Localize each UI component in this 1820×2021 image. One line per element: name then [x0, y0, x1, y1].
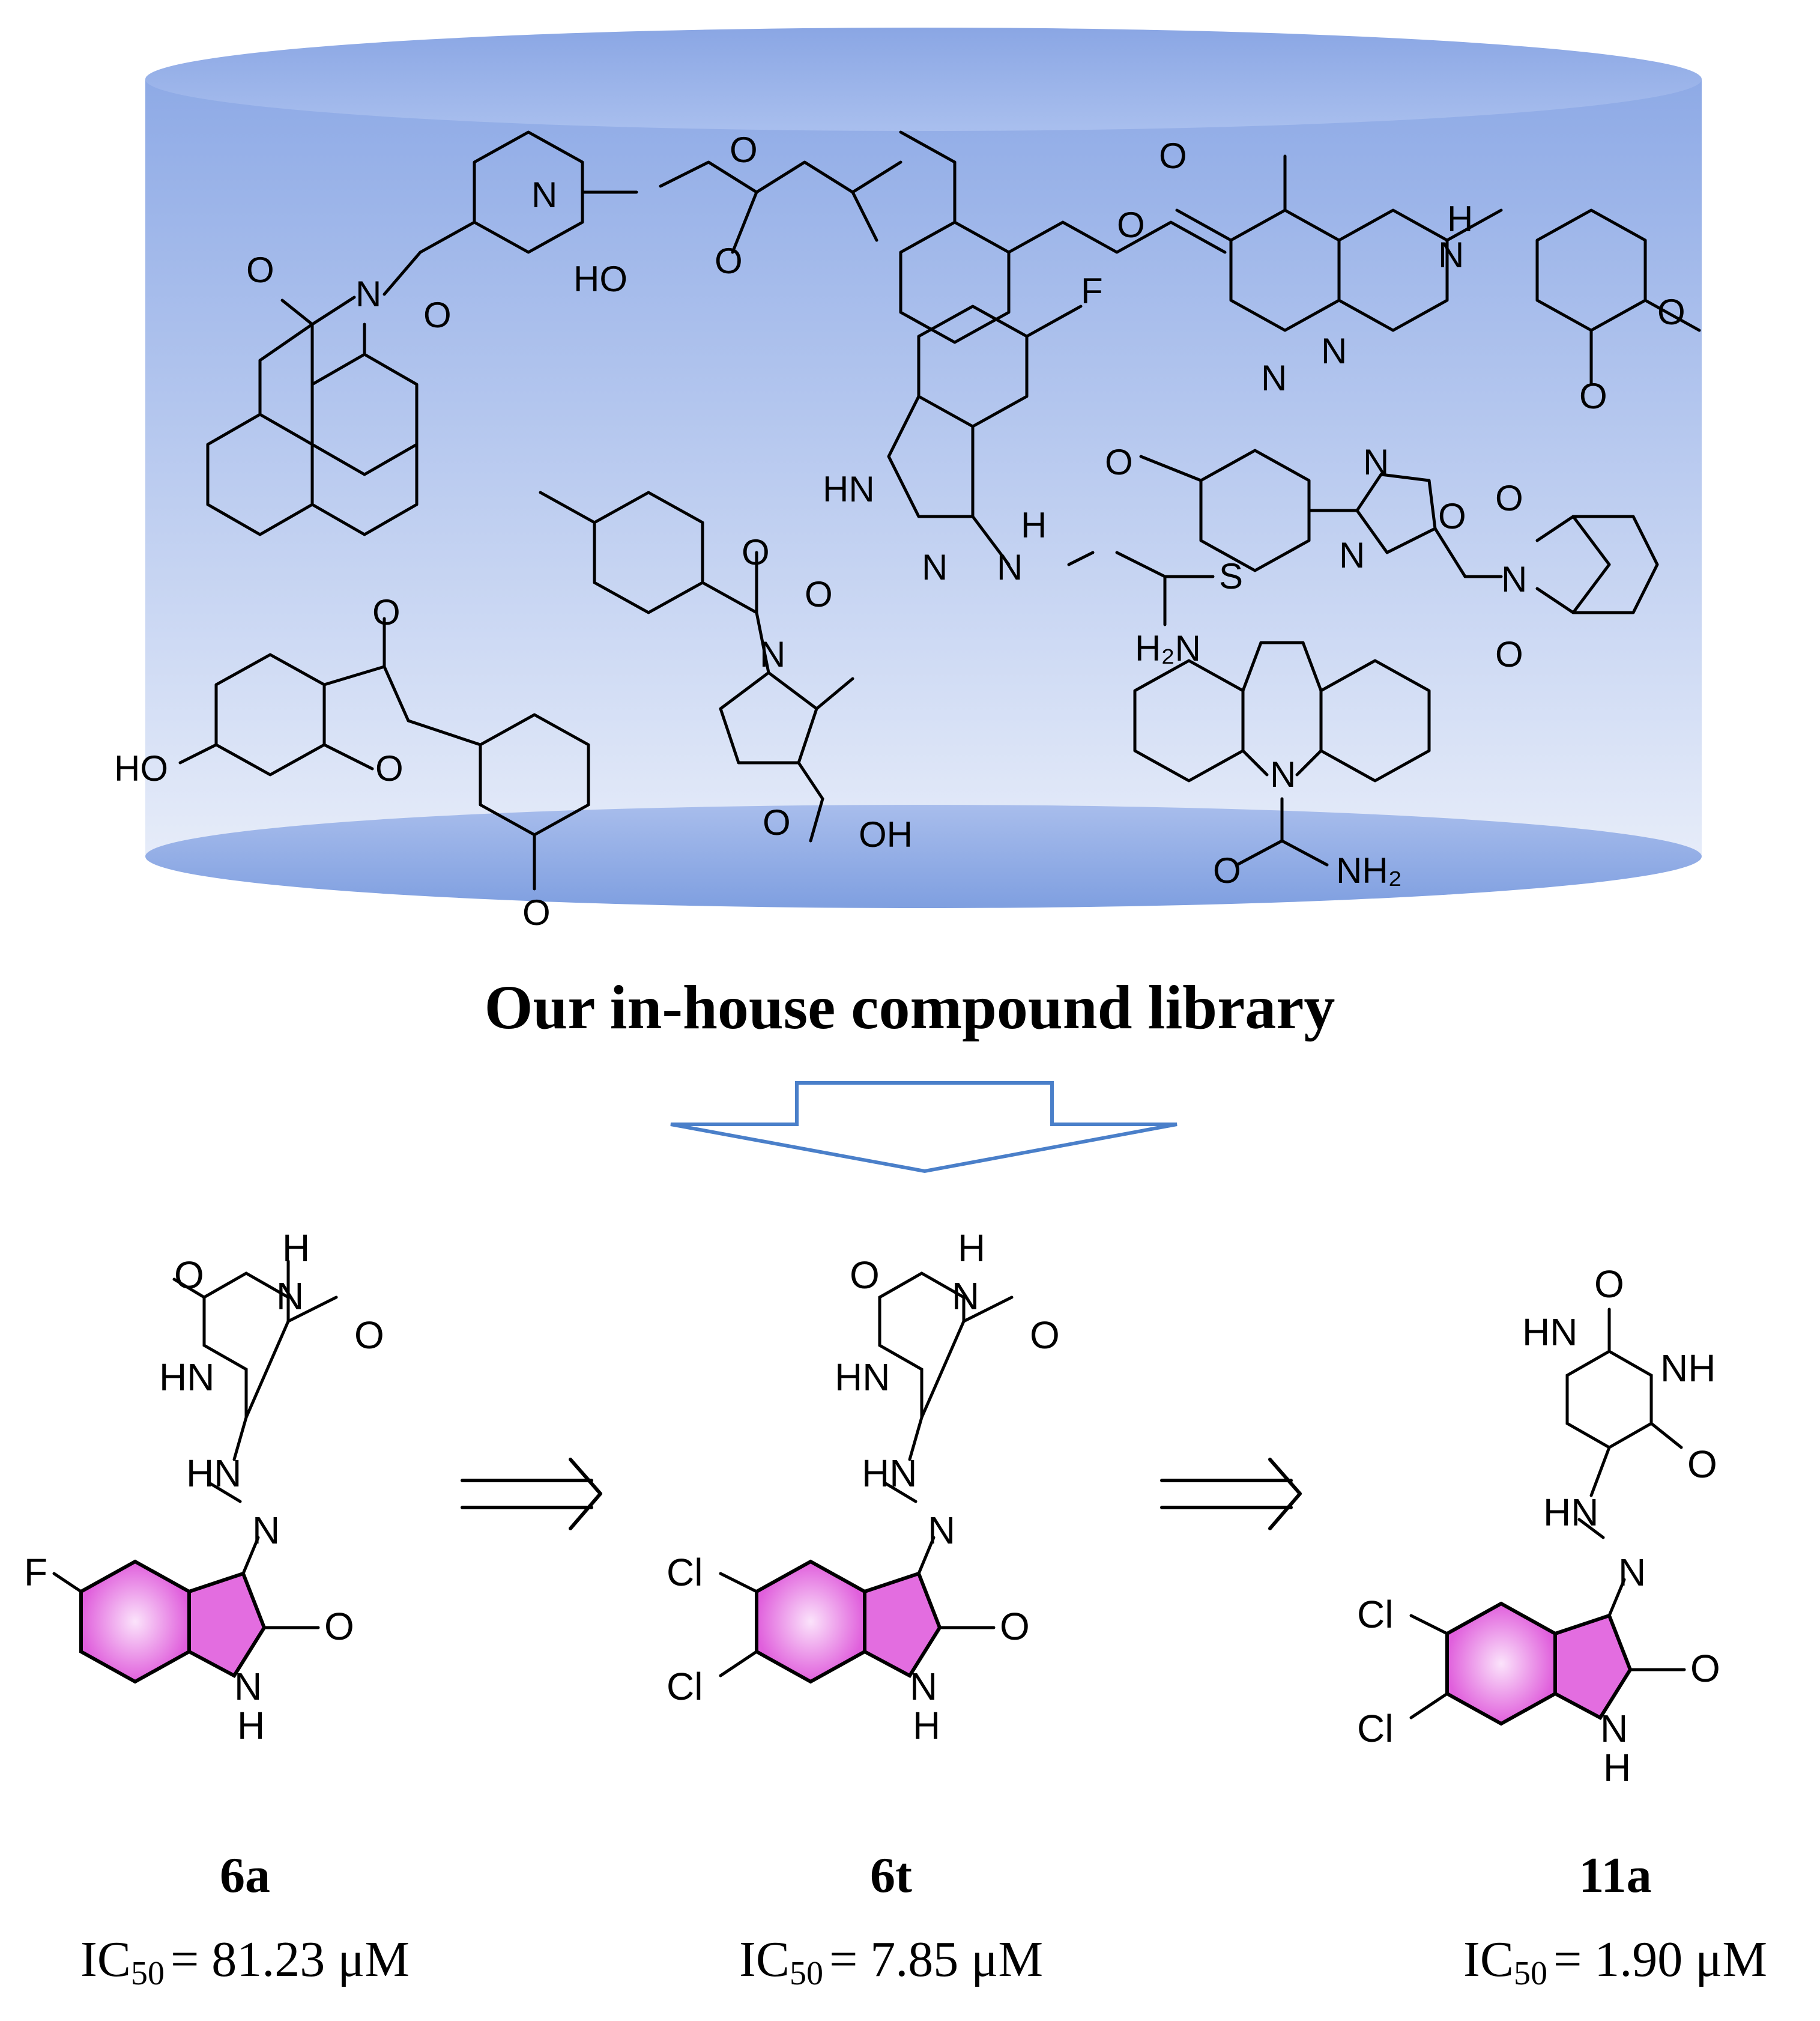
atom-label: N: [1270, 754, 1296, 795]
compound-name-6a: 6a: [220, 1847, 270, 1903]
atom-label: N: [1339, 535, 1365, 575]
atom-label: O: [1495, 478, 1523, 518]
library-atom-labels: O N O N HO O O O O H N N N O O F HN O N …: [114, 130, 1685, 933]
atom-label: O: [742, 532, 770, 572]
atom-label: N: [1363, 442, 1389, 482]
atom-label: H: [913, 1704, 940, 1747]
atom-label: O: [850, 1253, 880, 1297]
atom-label: N: [276, 1274, 304, 1318]
atom-label: N: [355, 274, 381, 314]
library-cylinder: [145, 28, 1702, 908]
atom-label: O: [246, 250, 274, 290]
library-title: Our in-house compound library: [485, 973, 1335, 1042]
atom-label: N: [928, 1509, 955, 1552]
atom-label: N: [1438, 235, 1464, 275]
library-structures: [178, 130, 1701, 891]
atom-label: O: [1579, 376, 1607, 416]
atom-label: N: [922, 547, 948, 587]
atom-label: F: [1081, 271, 1103, 311]
atom-label: O: [715, 241, 743, 281]
atom-label: O: [730, 130, 758, 170]
atom-label: N: [234, 1665, 262, 1708]
ic50-6a: IC50= 81.23 μM: [80, 1932, 410, 1992]
atom-label: O: [354, 1313, 384, 1357]
atom-label: F: [24, 1551, 47, 1594]
atom-label: HN: [186, 1452, 241, 1495]
atom-label: S: [1219, 556, 1243, 596]
atom-label: H: [282, 1226, 310, 1270]
atom-label: O: [1690, 1647, 1720, 1690]
atom-label: O: [805, 574, 833, 614]
compound-name-6t: 6t: [870, 1847, 912, 1903]
atom-label: N: [1261, 358, 1287, 398]
atom-label: O: [1159, 136, 1187, 176]
sar-arrow-1: [461, 1458, 602, 1530]
compound-6t: Cl Cl O N H N HN HN O N H O: [667, 1226, 1060, 1747]
atom-label: HN: [862, 1452, 917, 1495]
atom-label: N: [252, 1509, 280, 1552]
atom-label: N: [1321, 331, 1347, 371]
atom-label: OH: [859, 814, 913, 855]
atom-label: HN: [835, 1356, 890, 1399]
sar-arrow-2: [1160, 1458, 1302, 1530]
atom-label: O: [763, 802, 791, 843]
atom-label: O: [1594, 1262, 1624, 1306]
atom-label: N: [997, 547, 1023, 587]
atom-label: N: [952, 1274, 979, 1318]
atom-label: HO: [573, 259, 627, 299]
down-arrow: [670, 1081, 1178, 1174]
atom-label: O: [1687, 1443, 1717, 1486]
atom-label: N: [531, 175, 557, 215]
atom-label: HN: [1543, 1491, 1598, 1534]
atom-label: O: [1105, 442, 1133, 482]
atom-label: O: [1213, 850, 1241, 891]
atom-label: O: [522, 892, 551, 933]
atom-label: O: [372, 592, 401, 632]
atom-label: NH₂: [1336, 850, 1402, 891]
atom-label: N: [1501, 559, 1527, 599]
atom-label: N: [760, 634, 785, 674]
atom-label: Cl: [667, 1551, 703, 1594]
atom-label: H: [237, 1704, 265, 1747]
compound-name-11a: 11a: [1579, 1847, 1651, 1903]
atom-label: O: [1000, 1605, 1030, 1648]
atom-label: Cl: [1357, 1593, 1393, 1636]
atom-label: O: [1657, 292, 1685, 332]
atom-label: O: [375, 748, 404, 789]
ic50-6t: IC50= 7.85 μM: [739, 1932, 1043, 1992]
ic50-11a: IC50= 1.90 μM: [1463, 1932, 1767, 1992]
atom-label: N: [1618, 1551, 1646, 1594]
atom-label: O: [1030, 1313, 1060, 1357]
atom-label: O: [324, 1605, 354, 1648]
atom-label: HN: [159, 1356, 214, 1399]
atom-label: H: [1021, 505, 1047, 545]
atom-label: Cl: [1357, 1707, 1393, 1750]
atom-label: H: [1447, 199, 1473, 239]
atom-label: O: [423, 295, 452, 335]
atom-label: O: [1495, 634, 1523, 674]
compound-6a: F O N H N HN HN O N H O: [24, 1226, 384, 1747]
atom-label: HN: [1522, 1310, 1577, 1354]
atom-label: H₂N: [1135, 628, 1201, 668]
atom-label: Cl: [667, 1665, 703, 1708]
atom-label: HO: [114, 748, 168, 789]
atom-label: HN: [823, 469, 875, 509]
atom-label: NH: [1660, 1347, 1716, 1390]
atom-label: O: [174, 1253, 204, 1297]
atom-label: N: [1600, 1707, 1628, 1750]
atom-label: H: [958, 1226, 985, 1270]
atom-label: O: [1117, 205, 1145, 245]
compound-11a: Cl Cl O N H N HN HN NH O O: [1357, 1262, 1720, 1789]
atom-label: H: [1603, 1746, 1631, 1789]
atom-label: O: [1438, 496, 1466, 536]
atom-label: N: [910, 1665, 937, 1708]
